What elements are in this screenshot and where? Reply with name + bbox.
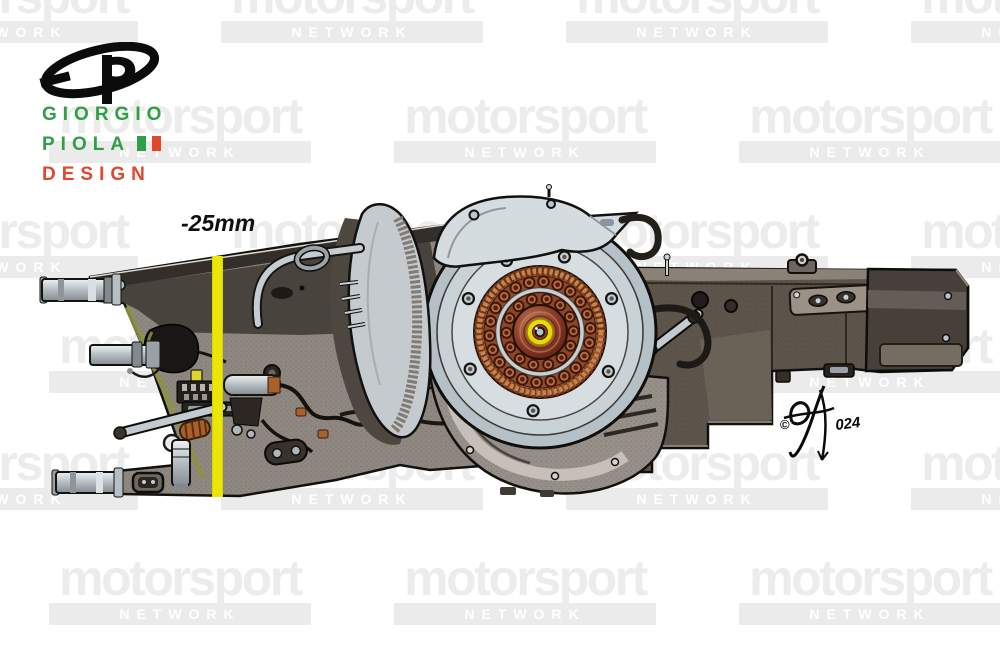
driveshaft-stub-top (39, 273, 122, 306)
watermark-word: motorsport (921, 203, 1000, 259)
signature-scribble (783, 385, 835, 461)
watermark-network-badge: NETWORK (566, 488, 828, 510)
watermark-word: motorsport (404, 88, 648, 144)
watermark-network-badge: NETWORK (0, 256, 138, 278)
watermark-network-badge: NETWORK (221, 488, 483, 510)
watermark-word: motorsport (59, 550, 303, 606)
watermark-network-badge: NETWORK (911, 488, 1000, 510)
watermark-word: motorsport (749, 550, 993, 606)
watermark-word: motorsport (0, 203, 130, 259)
watermark-network-badge: NETWORK (394, 141, 656, 163)
logo-line-piola: PIOLA (42, 134, 162, 156)
watermark-word: motorsport (59, 88, 303, 144)
watermark-network-badge: NETWORK (566, 21, 828, 43)
signature-year: 024 (834, 414, 862, 434)
coil-spring (178, 418, 211, 441)
gearbox-right-case (626, 253, 970, 474)
watermark-network-badge: NETWORK (739, 603, 1000, 625)
watermark-word: motorsport (221, 0, 483, 21)
watermark-word: motorsport (404, 550, 648, 606)
watermark-word: motorsport (921, 435, 1000, 491)
gp-monogram-icon (39, 41, 160, 104)
watermark-network-badge: NETWORK (739, 141, 1000, 163)
watermark-network-badge: NETWORK (221, 21, 483, 43)
watermark-word: motorsport (566, 0, 828, 21)
measurement-label: -25mm (181, 210, 256, 236)
watermark-network-badge: NETWORK (0, 21, 138, 43)
watermark-word: motorsport (911, 0, 1000, 21)
watermark-word: motorsport (0, 0, 138, 21)
watermark-network-badge: NETWORK (739, 371, 1000, 393)
copyright-symbol: © (780, 417, 790, 432)
watermark-network-badge: NETWORK (394, 603, 656, 625)
top-cover (432, 184, 662, 268)
watermark-word: motorsport (749, 88, 993, 144)
italian-flag-red-block (152, 136, 162, 151)
clutch-rivet-rings (483, 275, 597, 389)
bent-pipe (251, 243, 365, 329)
italian-flag-green-block (137, 136, 147, 151)
watermark-network-badge: NETWORK (911, 21, 1000, 43)
watermark-network-badge: NETWORK (49, 603, 311, 625)
artist-signature: © 024 (780, 385, 862, 461)
brake-scoop (330, 203, 432, 445)
driveshaft-stub-mid (89, 340, 161, 369)
measurement-line (212, 256, 223, 497)
watermark-network-badge: NETWORK (49, 141, 311, 163)
logo-line-design: DESIGN (42, 164, 151, 185)
gearbox-end-block (864, 267, 970, 373)
giorgio-piola-logo: GIORGIO PIOLA DESIGN (38, 41, 188, 192)
driveshaft-stub-bottom (51, 467, 124, 498)
logo-line-giorgio: GIORGIO (42, 104, 168, 125)
